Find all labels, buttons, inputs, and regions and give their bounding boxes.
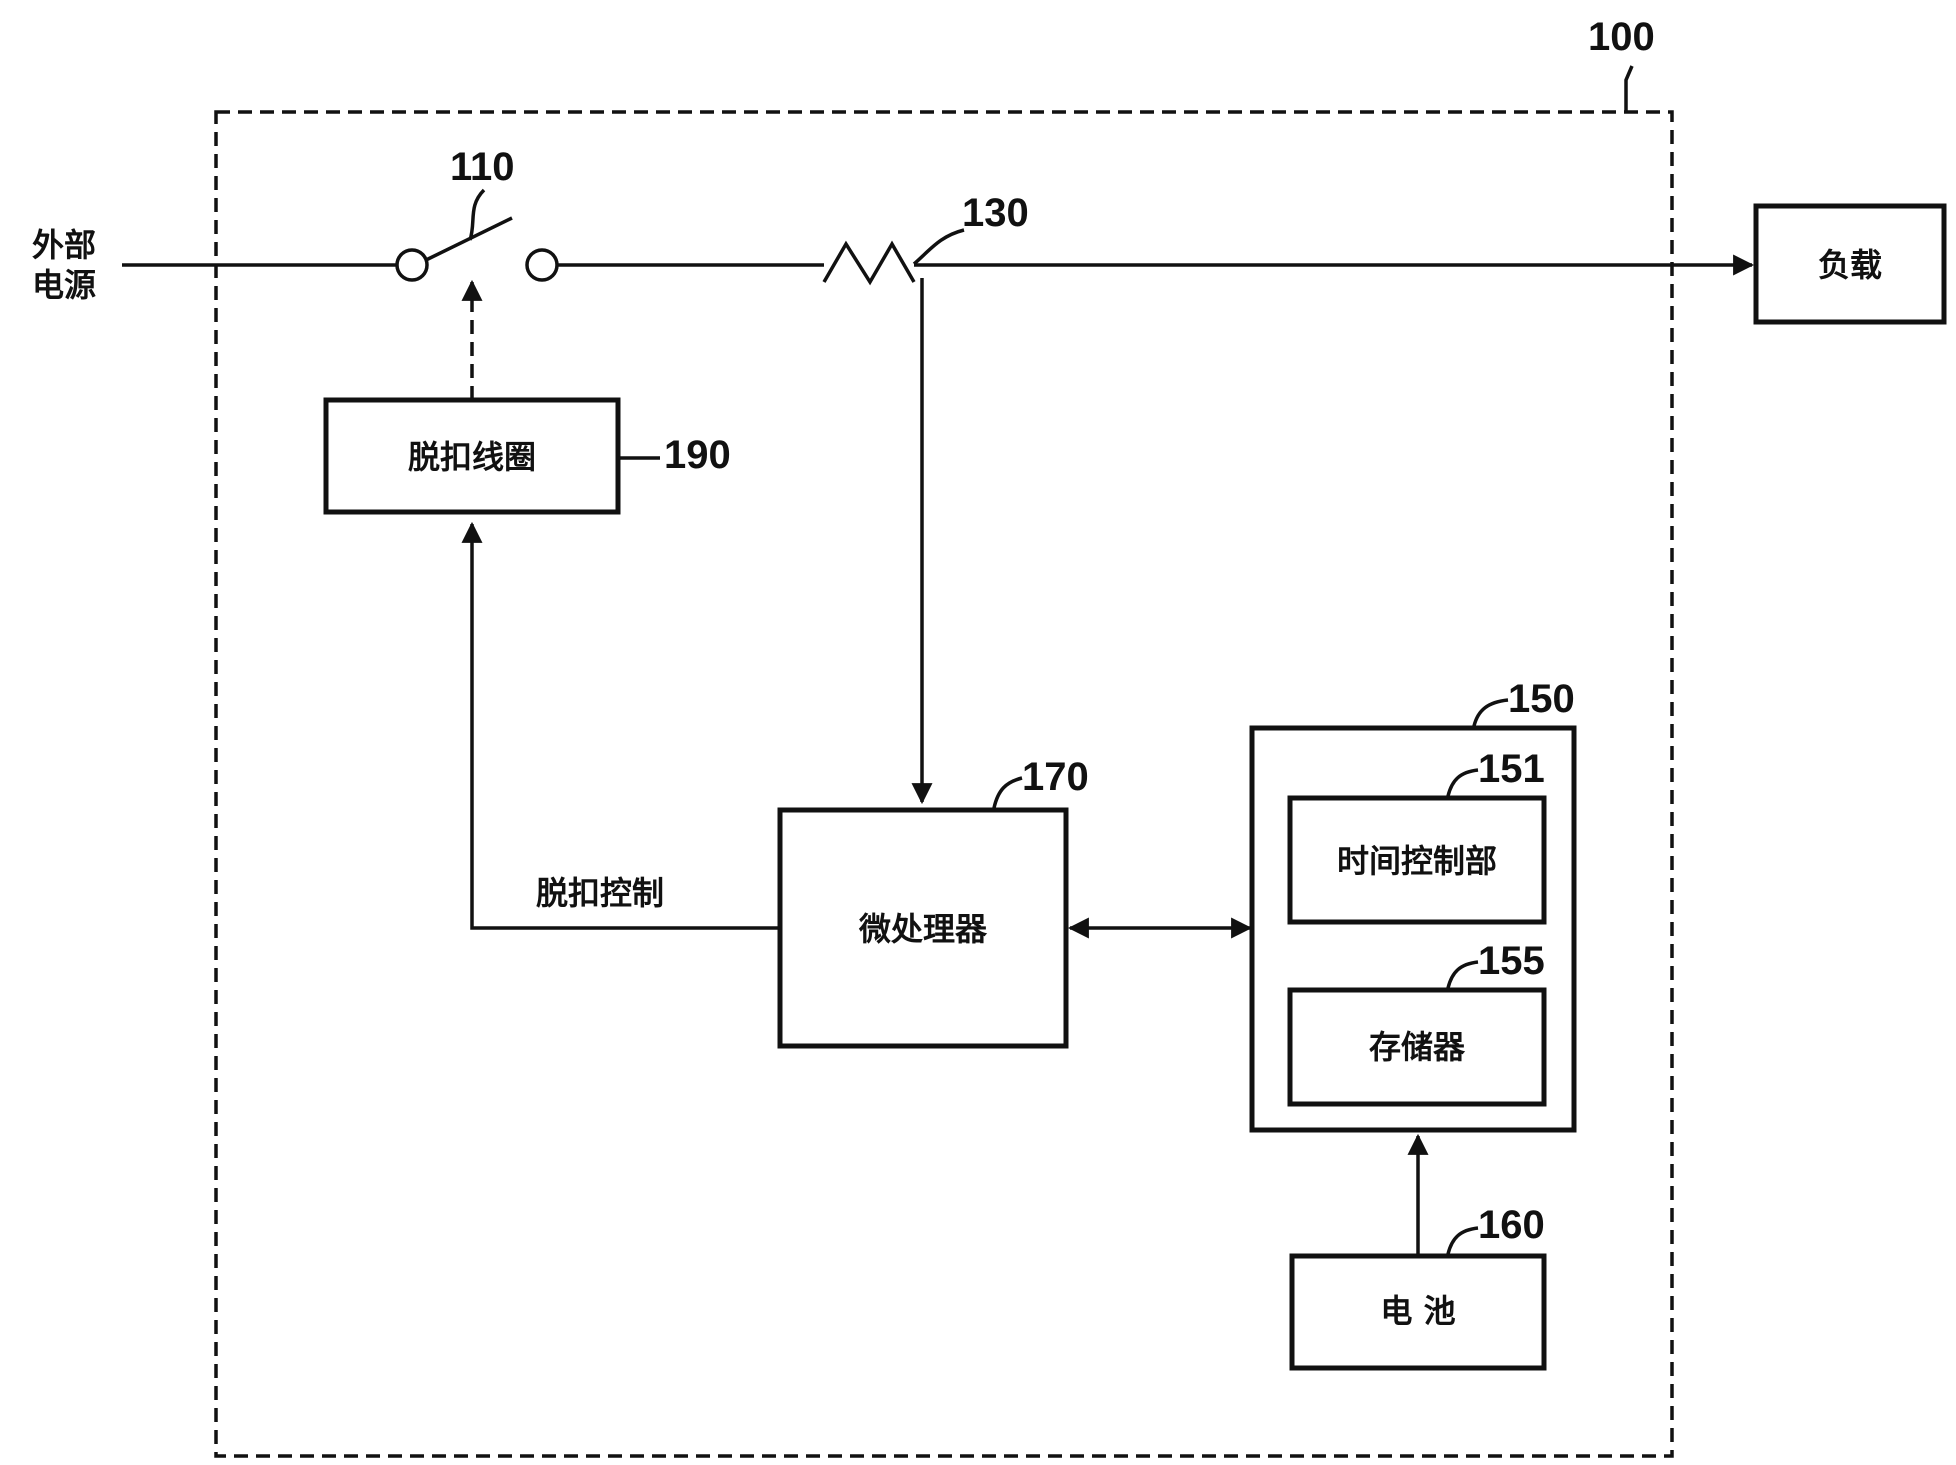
ref-190: 190 bbox=[664, 433, 731, 477]
load-box bbox=[1753, 203, 1947, 325]
ref-170: 170 bbox=[1022, 755, 1089, 799]
microprocessor-ref-leader bbox=[992, 776, 1023, 809]
trip-coil-label: 脱扣线圈 bbox=[408, 438, 536, 476]
sensor-ref-leader bbox=[912, 228, 965, 266]
ref-151: 151 bbox=[1478, 747, 1545, 791]
ref-155: 155 bbox=[1478, 939, 1545, 983]
battery-label: 电 池 bbox=[1380, 1292, 1455, 1330]
external-power-label-2: 电源 bbox=[32, 266, 96, 304]
ref-110: 110 bbox=[450, 145, 515, 189]
microprocessor-label: 微处理器 bbox=[858, 910, 988, 948]
time-control-ref-leader bbox=[1446, 768, 1479, 797]
ref-150: 150 bbox=[1508, 677, 1575, 721]
sensor-zigzag bbox=[822, 240, 916, 286]
device-boundary bbox=[214, 110, 1674, 1458]
time-control-label: 时间控制部 bbox=[1337, 842, 1497, 880]
rtc-module-ref-leader bbox=[1472, 698, 1509, 727]
switch-contact-left bbox=[395, 248, 429, 282]
ref-130: 130 bbox=[962, 191, 1029, 235]
external-power-label: 外部 bbox=[32, 226, 96, 264]
time-control-box bbox=[1287, 795, 1547, 925]
trip-coil-box bbox=[323, 397, 621, 515]
memory-box bbox=[1287, 987, 1547, 1107]
memory-ref-leader bbox=[1446, 960, 1479, 989]
load-label: 负载 bbox=[1818, 246, 1882, 284]
battery-ref-leader bbox=[1446, 1226, 1479, 1255]
trip-control-line bbox=[461, 521, 780, 930]
battery-box bbox=[1289, 1253, 1547, 1371]
ref-100: 100 bbox=[1588, 15, 1655, 59]
switch-contact-right bbox=[525, 248, 559, 282]
ref-160: 160 bbox=[1478, 1203, 1545, 1247]
memory-label: 存储器 bbox=[1369, 1028, 1466, 1066]
device-ref-leader bbox=[1624, 65, 1634, 112]
switch-ref-leader bbox=[468, 188, 486, 241]
trip-control-label: 脱扣控制 bbox=[536, 874, 664, 912]
